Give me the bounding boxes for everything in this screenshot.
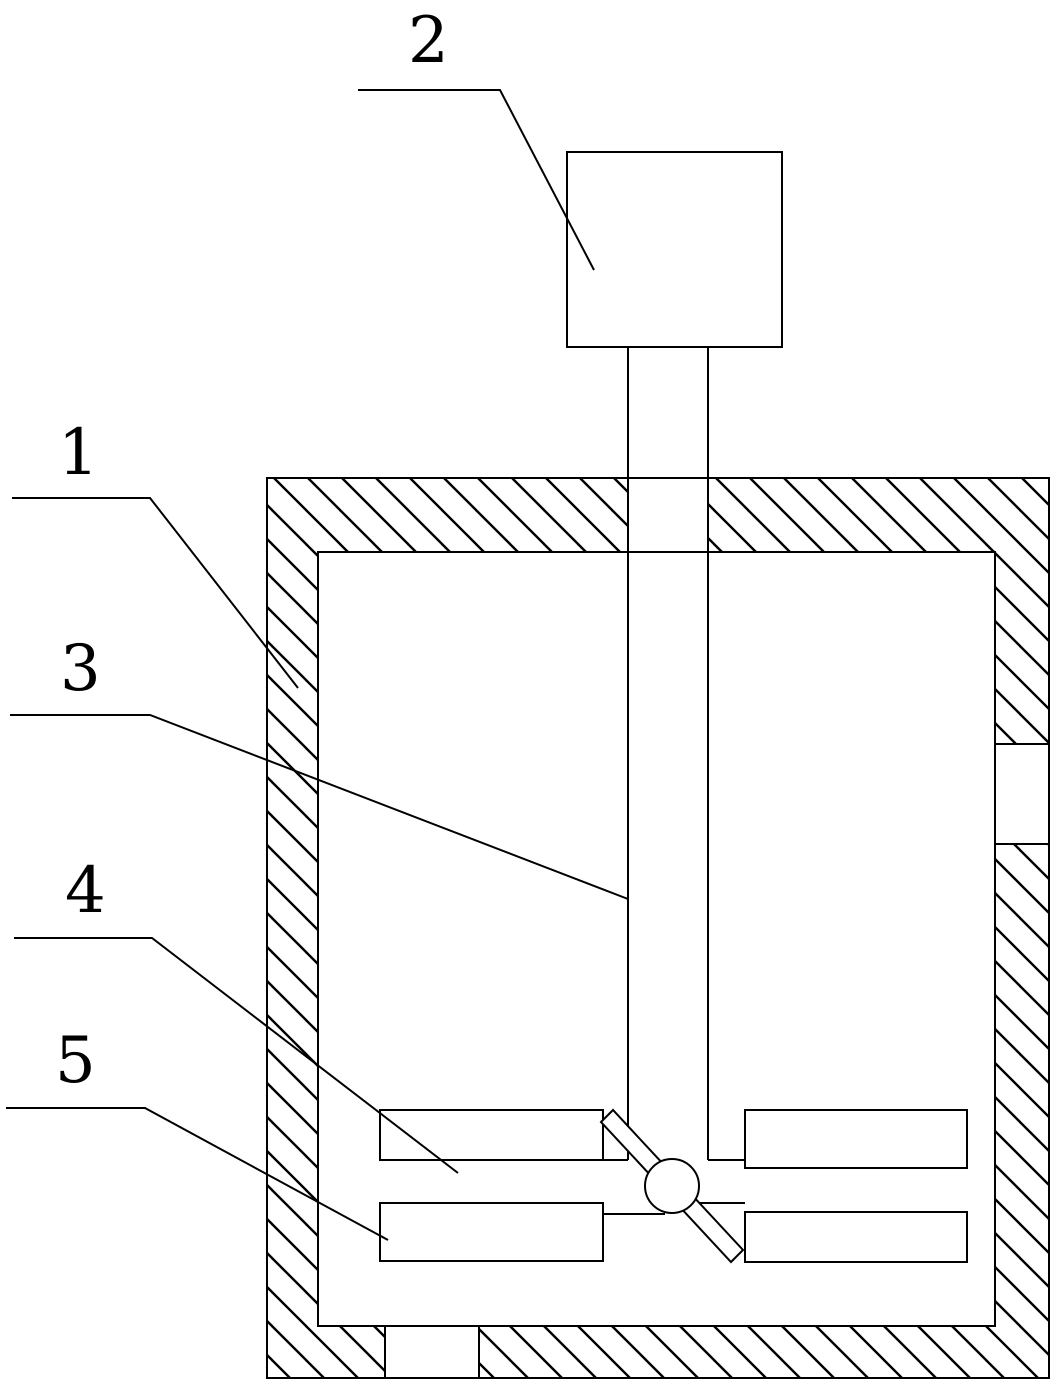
bottom-drain-opening xyxy=(385,1327,479,1377)
side-outlet-opening xyxy=(996,744,1048,844)
hub-assembly xyxy=(599,1108,745,1264)
motor-box xyxy=(566,151,783,348)
upper-blade-left xyxy=(379,1109,604,1161)
callout-3: 3 xyxy=(60,632,101,706)
leader-line-3 xyxy=(10,714,629,900)
container-wall xyxy=(266,477,1050,1379)
lower-blades xyxy=(379,1202,968,1263)
callout-1: 1 xyxy=(58,416,99,490)
hub-circle xyxy=(644,1158,700,1214)
lower-blade-right xyxy=(744,1211,968,1263)
callout-5: 5 xyxy=(55,1024,96,1098)
leader-line-4 xyxy=(14,937,459,1174)
leader-line-5 xyxy=(6,1107,389,1241)
leader-lines xyxy=(6,89,629,1241)
shaft-opening xyxy=(628,479,708,551)
upper-blade-right xyxy=(744,1109,968,1169)
leader-line-1 xyxy=(12,497,299,689)
callout-2: 2 xyxy=(408,4,449,78)
lower-blade-left xyxy=(379,1202,604,1262)
callout-4: 4 xyxy=(65,854,106,928)
upper-blades xyxy=(379,1109,968,1169)
leader-line-2 xyxy=(358,89,595,271)
stirring-shaft xyxy=(627,347,745,1161)
